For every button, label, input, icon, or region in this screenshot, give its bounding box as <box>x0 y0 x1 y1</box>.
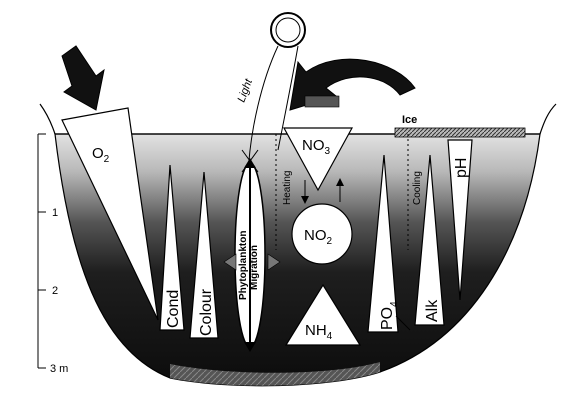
heating-label: Heating <box>282 171 293 205</box>
alk-wedge <box>414 154 445 326</box>
light-cross-icon <box>241 149 259 173</box>
nh4-wedge <box>284 283 362 346</box>
o2-label: O2 <box>92 145 110 165</box>
ellipse-arrow-left-icon <box>223 253 237 271</box>
o2-wedge <box>61 107 159 321</box>
no2-label: NO2 <box>304 227 333 247</box>
colour-label: Colour <box>198 288 215 336</box>
depth-tick-1: 1 <box>52 207 58 219</box>
inflow-box <box>304 95 340 108</box>
no3-wedge <box>282 127 354 192</box>
ellipse-arrow-right-icon <box>267 253 281 271</box>
depth-axis: 1 2 3 m <box>37 133 68 375</box>
ice-slab <box>394 127 526 138</box>
ph-wedge <box>447 139 473 301</box>
no2-circle <box>291 203 353 265</box>
light-label: Light <box>236 77 256 104</box>
phytoplankton-label-1: Phytoplankton <box>238 231 249 300</box>
cond-label: Cond <box>165 290 182 328</box>
sediment <box>170 362 380 386</box>
no3-label: NO3 <box>302 137 331 157</box>
po4-wedge <box>367 154 399 333</box>
input-arrow-icon <box>61 45 105 111</box>
phytoplankton-label-2: Migration <box>249 245 260 290</box>
ph-label: pH <box>453 158 470 178</box>
depth-tick-3m: 3 m <box>50 363 68 375</box>
ice-label: Ice <box>402 114 417 126</box>
sun-icon <box>270 12 306 48</box>
colour-wedge <box>189 171 219 339</box>
depth-tick-2: 2 <box>52 285 58 297</box>
po4-label: PO4 <box>379 301 400 330</box>
nh4-label: NH4 <box>305 322 333 342</box>
phytoplankton-migration: Phytoplankton Migration <box>234 158 266 352</box>
light-ray-right <box>277 45 299 151</box>
po4-pointer <box>395 315 411 331</box>
shore-right <box>539 103 557 135</box>
cooling-label: Cooling <box>412 171 423 205</box>
shore-left <box>39 103 56 135</box>
alk-label: Alk <box>424 299 441 322</box>
cond-wedge <box>159 164 185 331</box>
